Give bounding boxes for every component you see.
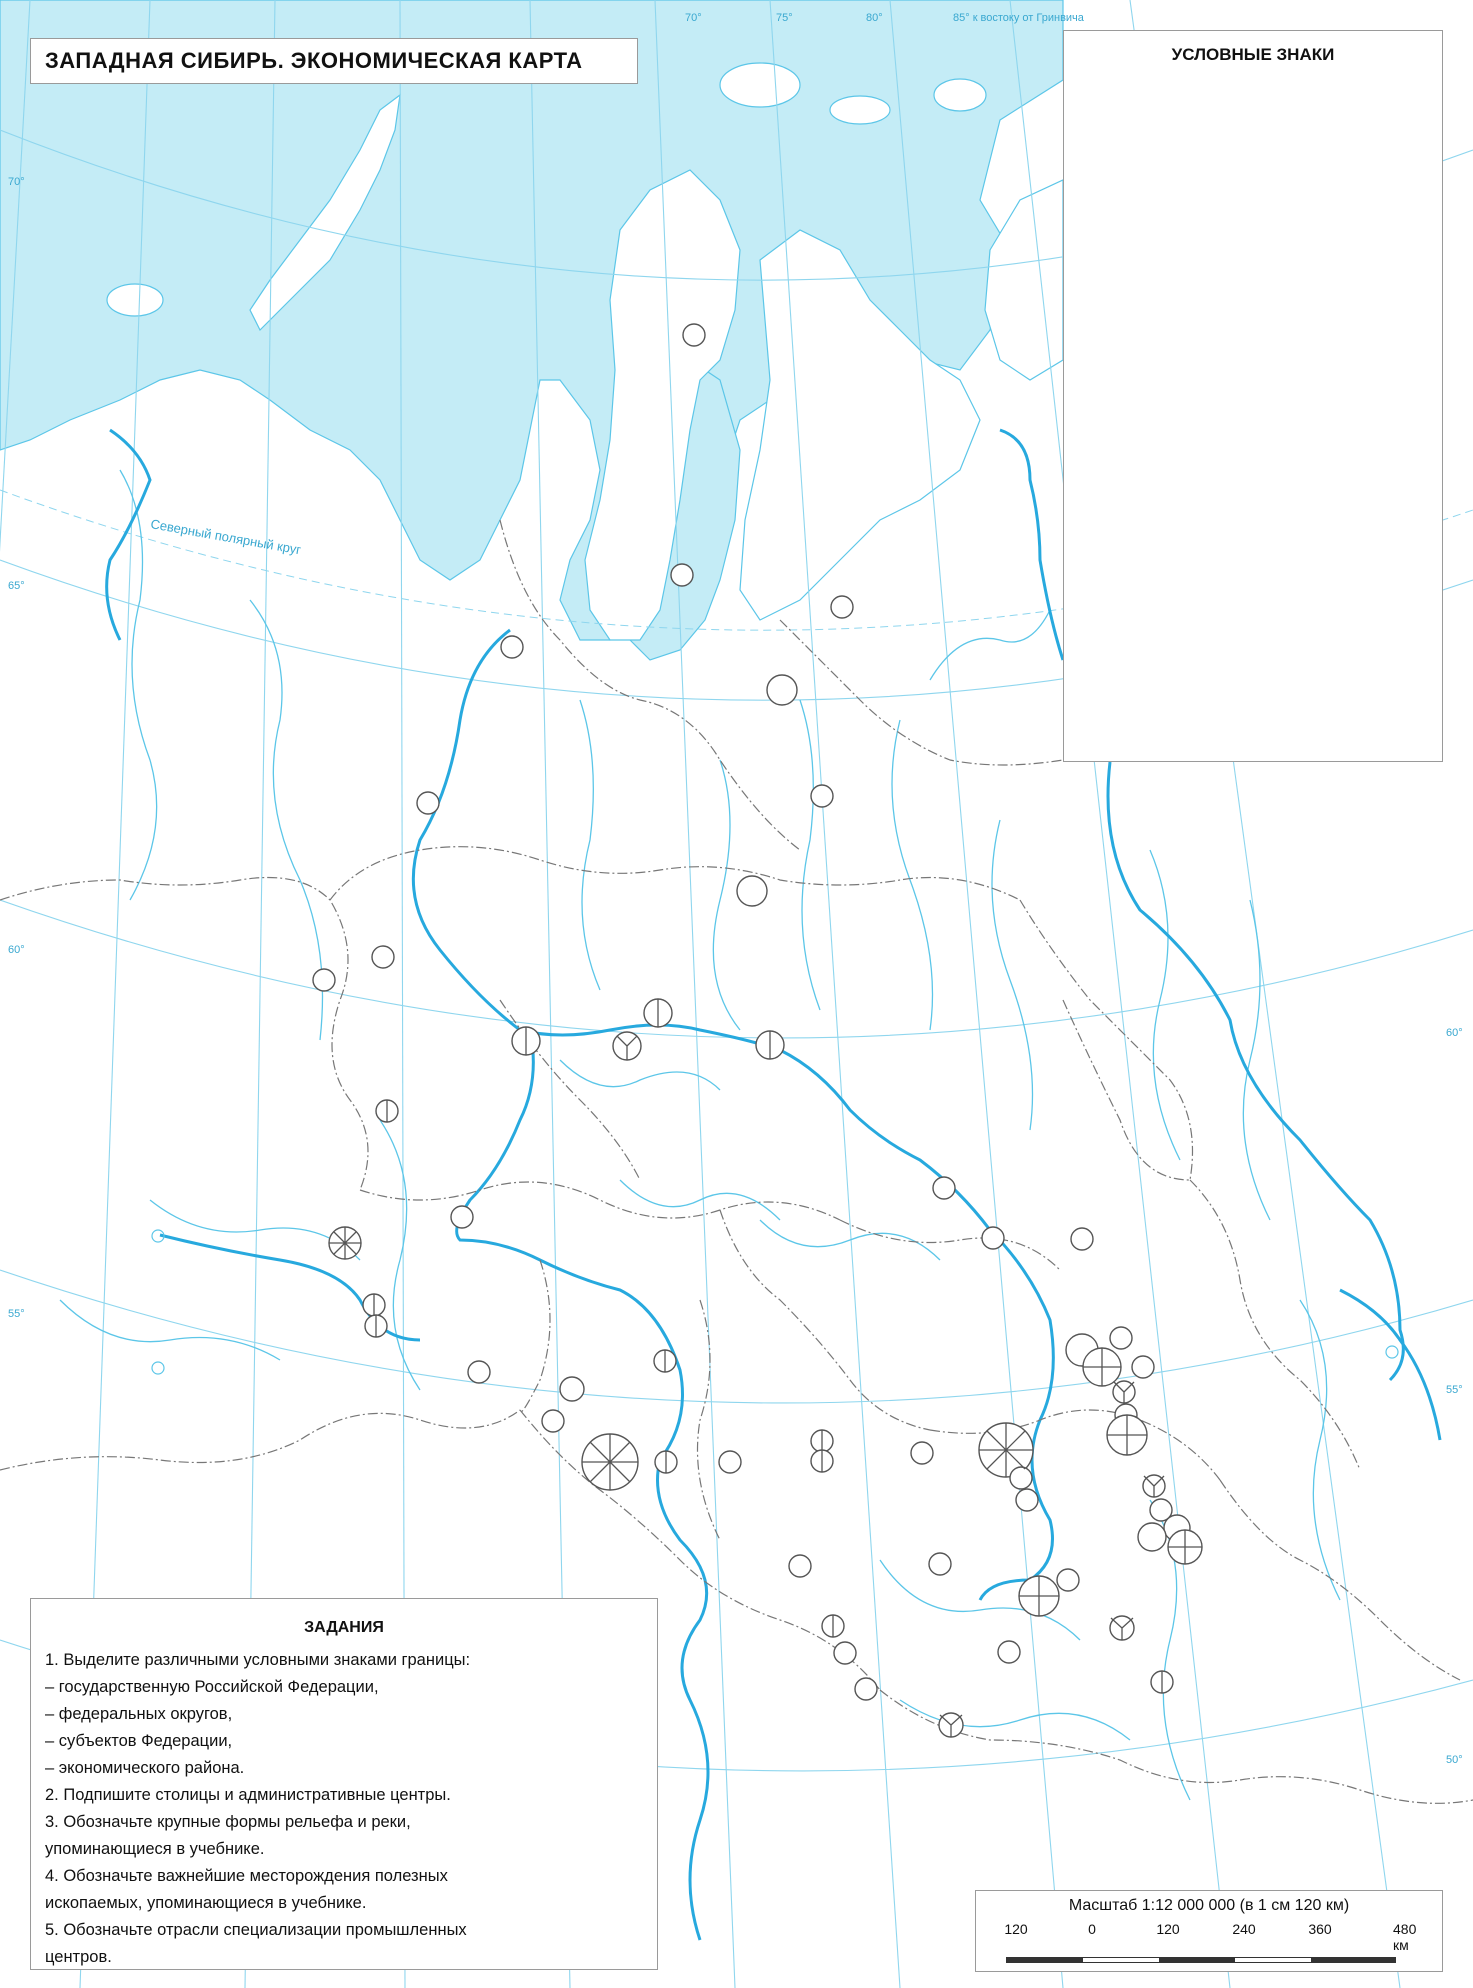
scale-labels: 120 0 120 240 360 480 км bbox=[986, 1921, 1432, 1953]
yamal-peninsula bbox=[584, 169, 741, 641]
scale-bar bbox=[1006, 1957, 1396, 1963]
city-marker bbox=[541, 1409, 565, 1433]
task-line: 5. Обозначьте отрасли специализации пром… bbox=[45, 1921, 467, 1939]
city-marker bbox=[928, 1552, 952, 1576]
scale-label: 240 bbox=[1232, 1921, 1256, 1937]
city-marker bbox=[1070, 1227, 1094, 1251]
scale-box: Масштаб 1:12 000 000 (в 1 см 120 км) 120… bbox=[975, 1890, 1443, 1972]
city-marker bbox=[371, 945, 395, 969]
city-marker bbox=[1131, 1355, 1155, 1379]
task-line: центров. bbox=[45, 1948, 112, 1966]
scale-label: 120 bbox=[1156, 1921, 1180, 1937]
city-marker bbox=[981, 1226, 1005, 1250]
tasks-box: ЗАДАНИЯ 1. Выделите различными условными… bbox=[30, 1598, 658, 1970]
city-marker bbox=[1056, 1568, 1080, 1592]
scale-label: 0 bbox=[1088, 1921, 1096, 1937]
parallel bbox=[0, 1269, 1473, 1404]
yenisei-river bbox=[999, 428, 1065, 661]
city-marker bbox=[788, 1554, 812, 1578]
irtysh-river bbox=[455, 1029, 710, 1941]
city-marker bbox=[416, 791, 440, 815]
parallel bbox=[0, 899, 1473, 1039]
task-line: 2. Подпишите столицы и административные … bbox=[45, 1786, 451, 1804]
legend-box: УСЛОВНЫЕ ЗНАКИ bbox=[1063, 30, 1443, 762]
city-marker bbox=[997, 1640, 1021, 1664]
task-line: – федеральных округов, bbox=[45, 1705, 233, 1723]
island bbox=[106, 283, 164, 317]
meridian bbox=[889, 0, 1064, 1988]
parallel-label: 55° bbox=[8, 1308, 25, 1320]
scale-text: Масштаб 1:12 000 000 (в 1 см 120 км) bbox=[1068, 1897, 1350, 1914]
city-marker bbox=[500, 635, 524, 659]
city-marker bbox=[736, 875, 768, 907]
city-marker bbox=[1015, 1488, 1039, 1512]
city-marker bbox=[1149, 1498, 1173, 1522]
meridian bbox=[654, 0, 736, 1988]
island bbox=[719, 62, 801, 108]
parallel-label: 55° bbox=[1446, 1384, 1463, 1396]
city-marker bbox=[932, 1176, 956, 1200]
taymyr-coast bbox=[984, 179, 1064, 381]
small-town-dots bbox=[151, 1229, 1399, 1375]
ob-river bbox=[411, 628, 1055, 1601]
scale-label: 120 bbox=[1004, 1921, 1028, 1937]
task-line: 4. Обозначьте важнейшие месторождения по… bbox=[45, 1867, 448, 1885]
city-marker bbox=[670, 563, 694, 587]
meridian-label: 85° к востоку от Гринвича bbox=[953, 12, 1084, 24]
task-line: – субъектов Федерации, bbox=[45, 1732, 233, 1750]
minor-rivers bbox=[59, 469, 1341, 1801]
city-marker bbox=[810, 784, 834, 808]
legend-title: УСЛОВНЫЕ ЗНАКИ bbox=[1171, 45, 1335, 64]
city-marker-details bbox=[329, 999, 1202, 1737]
meridian-label: 80° bbox=[866, 12, 883, 24]
task-line: 3. Обозначьте крупные формы рельефа и ре… bbox=[45, 1813, 411, 1831]
city-marker bbox=[830, 595, 854, 619]
island bbox=[829, 95, 891, 125]
task-line: – государственную Российской Федерации, bbox=[45, 1678, 379, 1696]
city-marker bbox=[766, 674, 798, 706]
city-marker bbox=[1137, 1522, 1167, 1552]
task-line: упоминающиеся в учебнике. bbox=[45, 1840, 265, 1858]
meridian bbox=[0, 0, 31, 553]
city-marker bbox=[718, 1450, 742, 1474]
city-marker bbox=[854, 1677, 878, 1701]
city-marker bbox=[1109, 1326, 1133, 1350]
map-title-box: ЗАПАДНАЯ СИБИРЬ. ЭКОНОМИЧЕСКАЯ КАРТА bbox=[30, 38, 638, 84]
arctic-circle-label: Северный полярный круг bbox=[149, 516, 302, 557]
city-marker bbox=[910, 1441, 934, 1465]
parallel-label: 60° bbox=[8, 944, 25, 956]
borders bbox=[0, 519, 1473, 1804]
meridian bbox=[769, 0, 901, 1988]
task-line: – экономического района. bbox=[45, 1759, 245, 1777]
city-marker bbox=[559, 1376, 585, 1402]
scale-label: 480 км bbox=[1393, 1921, 1417, 1953]
meridian bbox=[1009, 0, 1231, 1988]
map-title: ЗАПАДНАЯ СИБИРЬ. ЭКОНОМИЧЕСКАЯ КАРТА bbox=[45, 48, 583, 73]
gydan-peninsula bbox=[739, 229, 981, 621]
meridian-label: 70° bbox=[685, 12, 702, 24]
city-marker bbox=[833, 1641, 857, 1665]
city-marker bbox=[682, 323, 706, 347]
island bbox=[933, 78, 987, 112]
major-rivers bbox=[105, 428, 1442, 1941]
land-areas bbox=[106, 62, 1064, 641]
city-marker bbox=[312, 968, 336, 992]
novaya-zemlya bbox=[249, 93, 401, 332]
eastern-river-2 bbox=[1339, 1288, 1442, 1441]
meridian-label: 75° bbox=[776, 12, 793, 24]
task-line: ископаемых, упоминающиеся в учебнике. bbox=[45, 1894, 367, 1912]
city-marker bbox=[467, 1360, 491, 1384]
scale-label: 360 bbox=[1308, 1921, 1332, 1937]
tasks-title: ЗАДАНИЯ bbox=[304, 1619, 384, 1636]
city-marker bbox=[1009, 1466, 1033, 1490]
city-marker bbox=[450, 1205, 474, 1229]
task-line: 1. Выделите различными условными знаками… bbox=[45, 1651, 471, 1669]
parallel-label: 70° bbox=[8, 176, 25, 188]
parallel-label: 50° bbox=[1446, 1754, 1463, 1766]
parallel-label: 65° bbox=[8, 580, 25, 592]
eastern-river bbox=[1106, 761, 1405, 1382]
parallel-label: 60° bbox=[1446, 1027, 1463, 1039]
pur-taz-river bbox=[105, 428, 152, 641]
